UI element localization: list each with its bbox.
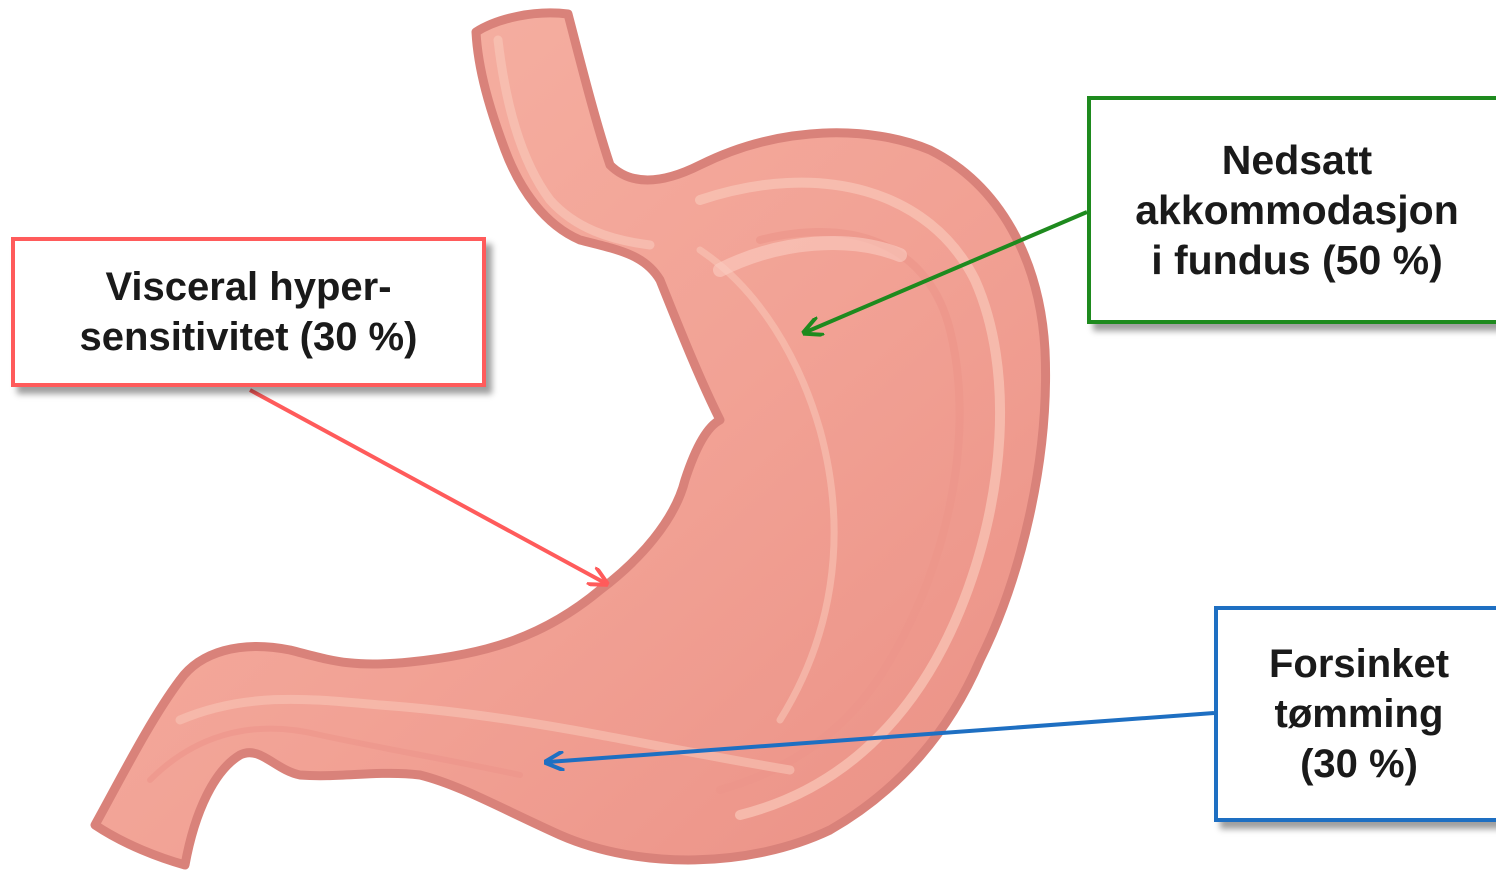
emptying-label-line-3: (30 %) (1269, 739, 1449, 789)
emptying-label-line-2: tømming (1269, 689, 1449, 739)
fundus-label-line-1: Nedsatt (1135, 135, 1459, 185)
visceral-label-line-2: sensitivitet (30 %) (80, 312, 418, 362)
visceral-hypersensitivity-label: Visceral hyper- sensitivitet (30 %) (11, 237, 486, 387)
emptying-label-line-1: Forsinket (1269, 639, 1449, 689)
fundus-label-line-3: i fundus (50 %) (1135, 235, 1459, 285)
visceral-pointer-arrow (250, 390, 605, 583)
visceral-label-line-1: Visceral hyper- (80, 262, 418, 312)
fundus-label-line-2: akkommodasjon (1135, 185, 1459, 235)
fundus-accommodation-label: Nedsatt akkommodasjon i fundus (50 %) (1087, 96, 1496, 324)
delayed-emptying-label: Forsinket tømming (30 %) (1214, 606, 1496, 822)
